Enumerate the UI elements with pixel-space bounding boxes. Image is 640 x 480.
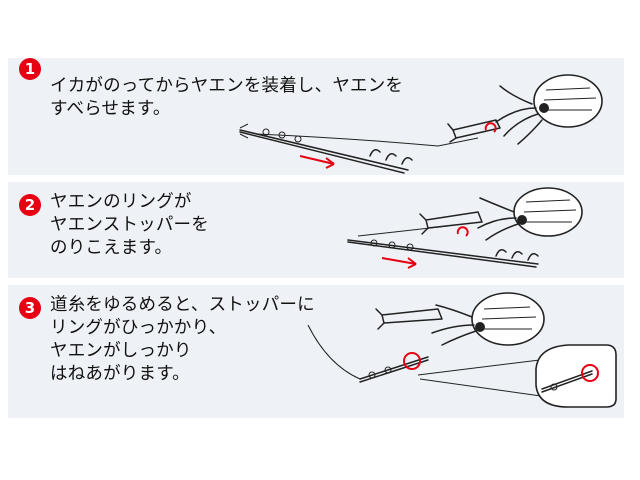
- step-1-text: イカがのってからヤエンを装着し、ヤエンを すべらせます。: [50, 76, 404, 119]
- step-3-text: 道糸をゆるめると、ストッパーに リングがひっかかり、 ヤエンがしっかり はねあが…: [50, 295, 315, 384]
- step-1-number: 1: [19, 58, 41, 80]
- step-1-panel: 1 イカがのってからヤエンを装着し、ヤエンを すべらせます。: [8, 58, 624, 175]
- step-2-number: 2: [19, 194, 41, 216]
- hook-ring-icon: [484, 122, 497, 133]
- motion-arrow-icon: [299, 155, 335, 169]
- bait-fish-icon: [447, 119, 501, 143]
- bait-fish-icon: [419, 211, 483, 235]
- step-1-illustration: [239, 74, 603, 174]
- squid-icon: [431, 292, 545, 346]
- step-3-panel: 3 道糸をゆるめると、ストッパーに リングがひっかかり、 ヤエンがしっかり はね…: [8, 285, 624, 418]
- step-3-illustration: [307, 292, 617, 408]
- step-2-text: ヤエンのリングが ヤエンストッパーを のりこえます。: [50, 192, 209, 258]
- yaen-rod-icon: [347, 239, 539, 268]
- yaen-rod-icon: [359, 352, 429, 383]
- zoom-callout-icon: [535, 344, 617, 408]
- step-2-panel: 2 ヤエンのリングが ヤエンストッパーを のりこえます。: [8, 182, 624, 278]
- bait-fish-icon: [375, 308, 443, 330]
- motion-arrow-icon: [381, 257, 417, 269]
- step-3-number: 3: [19, 297, 41, 319]
- squid-icon: [495, 74, 603, 145]
- squid-icon: [477, 187, 583, 241]
- yaen-rod-icon: [239, 123, 413, 174]
- hook-ring-icon: [456, 226, 469, 237]
- step-2-illustration: [347, 187, 583, 269]
